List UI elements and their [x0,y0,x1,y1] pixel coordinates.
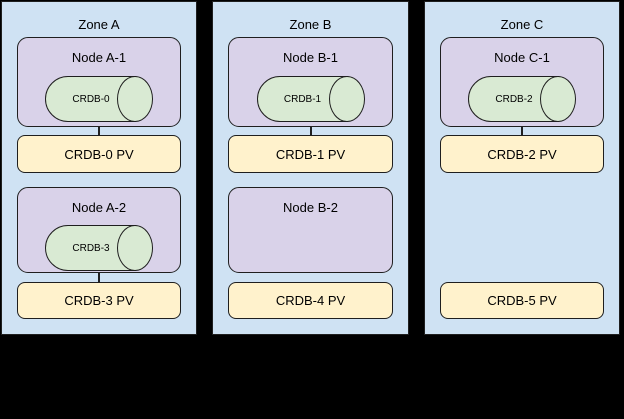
node-b1-title: Node B-1 [283,50,338,65]
pod-label-crdb0: CRDB-0 [72,93,110,105]
pv-crdb5: CRDB-5 PV [440,282,604,319]
connector-crdb0-to-pv [98,124,100,136]
node-c1-title: Node C-1 [494,50,550,65]
connector-crdb2-to-pv [521,124,523,136]
pv-crdb1: CRDB-1 PV [228,135,393,173]
cylinder-cap [540,76,576,122]
node-a1-title: Node A-1 [71,50,127,65]
zone-b-title: Zone B [289,17,332,32]
pod-cylinder-crdb1: CRDB-1 [256,76,365,122]
node-a2: Node A-2 CRDB-3 [17,187,181,273]
pod-cylinder-crdb3: CRDB-3 [45,225,153,271]
zone-a-title: Zone A [78,17,120,32]
pod-cylinder-crdb0: CRDB-0 [45,76,153,122]
pv-crdb3: CRDB-3 PV [17,282,181,319]
pod-label-crdb2: CRDB-2 [495,93,533,105]
zone-b: Zone B Node B-1 CRDB-1 CRDB-1 PV Node B-… [212,1,409,335]
cylinder-cap [117,225,153,271]
node-c1: Node C-1 CRDB-2 [440,37,604,127]
pv-crdb2: CRDB-2 PV [440,135,604,173]
pod-label-crdb3: CRDB-3 [72,242,110,254]
node-b2: Node B-2 [228,187,393,273]
node-b1: Node B-1 CRDB-1 [228,37,393,127]
zone-a: Zone A Node A-1 CRDB-0 CRDB-0 PV Node A-… [1,1,197,335]
pod-cylinder-crdb2: CRDB-2 [468,76,576,122]
cylinder-cap [328,76,365,122]
pv-crdb4: CRDB-4 PV [228,282,393,319]
zone-c: Zone C Node C-1 CRDB-2 CRDB-2 PV CRDB-5 … [424,1,620,335]
node-a1: Node A-1 CRDB-0 [17,37,181,127]
pod-label-crdb1: CRDB-1 [283,93,322,105]
connector-crdb3-to-pv [98,270,100,284]
connector-crdb1-to-pv [309,124,312,136]
zone-c-title: Zone C [500,17,544,32]
cylinder-cap [117,76,153,122]
pv-crdb0: CRDB-0 PV [17,135,181,173]
node-a2-title: Node A-2 [71,200,127,215]
node-b2-title: Node B-2 [283,200,338,215]
